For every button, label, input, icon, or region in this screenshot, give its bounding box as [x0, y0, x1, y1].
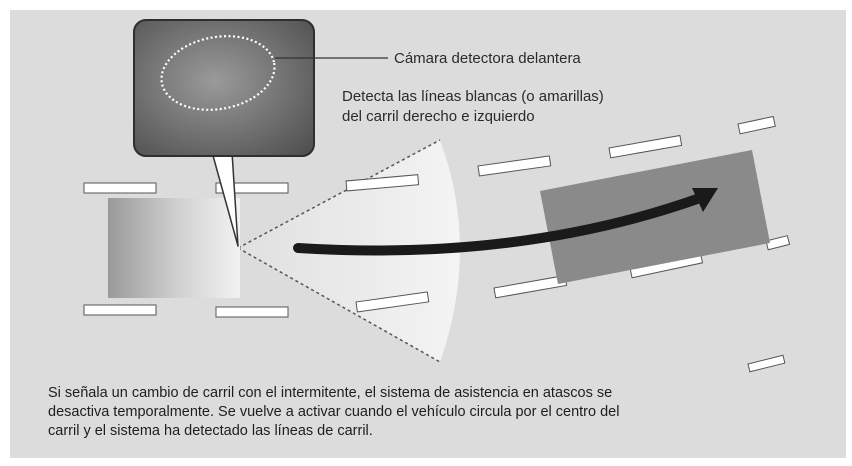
lane-marking: [83, 182, 157, 194]
caption-line1: Si señala un cambio de carril con el int…: [48, 385, 613, 401]
detect-label-line2: del carril derecho e izquierdo: [342, 108, 535, 125]
lane-marking: [747, 354, 786, 373]
lane-marking: [215, 182, 289, 194]
vehicle: [108, 198, 240, 298]
lane-markings-right: [345, 115, 791, 373]
camera-lens-icon: [160, 35, 276, 111]
camera-label: Cámara detectora delantera: [394, 50, 581, 67]
lane-markings-left: [83, 182, 289, 318]
lane-change-arrow-icon: [293, 188, 718, 256]
lane-marking: [355, 291, 430, 313]
lane-marking: [83, 304, 157, 316]
lane-marking: [345, 174, 420, 192]
detection-boundary-upper: [237, 139, 441, 249]
detect-label-line1: Detecta las líneas blancas (o amarillas): [342, 88, 604, 105]
caption-line2: desactiva temporalmente. Se vuelve a act…: [48, 404, 620, 420]
detection-boundary-lower: [237, 247, 441, 363]
lane-marking: [215, 306, 289, 318]
lane-marking: [737, 115, 776, 135]
caption-line3: carril y el sistema ha detectado las lín…: [48, 423, 373, 439]
lane-marking: [477, 155, 552, 177]
explanatory-caption: Si señala un cambio de carril con el int…: [48, 384, 838, 441]
lane-marking: [493, 274, 568, 299]
lane-marking: [608, 134, 683, 159]
lane-marking: [765, 235, 791, 251]
camera-callout-box: [133, 19, 315, 157]
